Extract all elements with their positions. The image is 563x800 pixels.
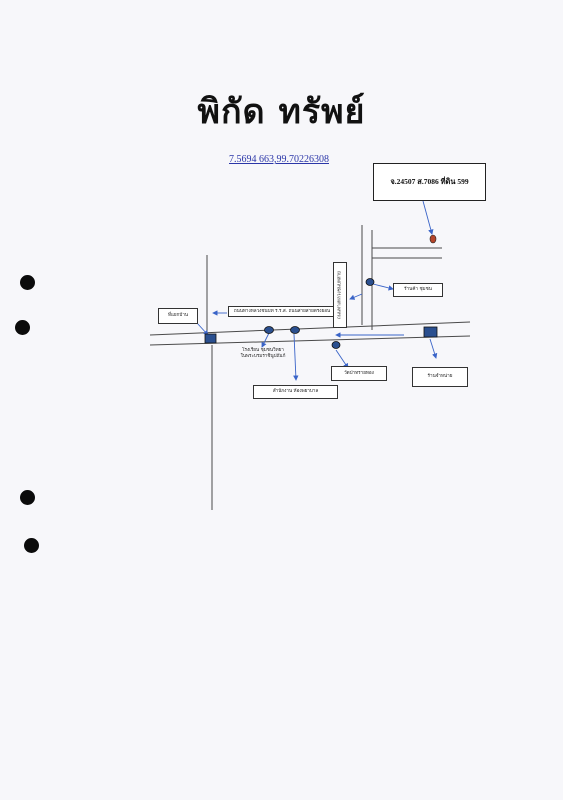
temple-arrow [335,349,349,369]
shop-arrow [372,283,394,291]
health-marker [290,326,300,334]
binder-hole-1 [20,275,35,290]
deed-number-box: จ.24507 ส.7086 ที่ดิน 599 [373,163,486,201]
coordinates-link[interactable]: 7.5694 663,99.70226308 [229,154,329,165]
temple-label: วัดป่าทรายทอง [331,366,387,381]
pointer-arrows [196,200,438,381]
school-label: โรงเรียน ชุมชนวิทยา ในพระบรมราชินูปถัมภ์ [238,348,288,360]
page-title: พิกัด ทรัพย์ [197,92,366,132]
store-label: ร้านจำหน่าย [412,367,468,387]
binder-hole-4 [24,538,39,553]
village-label: ที่แยกบ้าน [158,308,198,324]
school-subtitle: ในพระบรมราชินูปถัมภ์ [240,353,286,359]
main-road-bottom-edge [149,335,471,346]
shop-label: ร้านค้า ชุมชน [393,283,443,297]
school-arrow [261,332,270,348]
village-arrow [196,322,209,336]
side-road-arrow [349,293,363,300]
store-marker [423,326,438,338]
binder-hole-3 [20,490,35,505]
side-road-label: ถนนทางหลวงชนบทสาย [333,262,347,328]
map-markers [204,234,438,349]
school-marker [264,326,274,334]
temple-marker [331,341,341,349]
deed-arrow [422,200,434,235]
binder-hole-2 [15,320,30,335]
shop-marker [365,278,375,286]
health-center-label: สำนักงาน ห้องพยาบาล [253,385,338,399]
main-road-label: ถนนทางหลวงชนบท ร.ร.ส. ถนนสายสายตรงยอน [228,306,336,317]
school-name: โรงเรียน ชุมชนวิทยา [242,348,284,353]
property-marker [429,234,437,244]
village-marker [204,333,217,344]
health-arrow [293,333,299,381]
store-arrow [429,338,438,359]
